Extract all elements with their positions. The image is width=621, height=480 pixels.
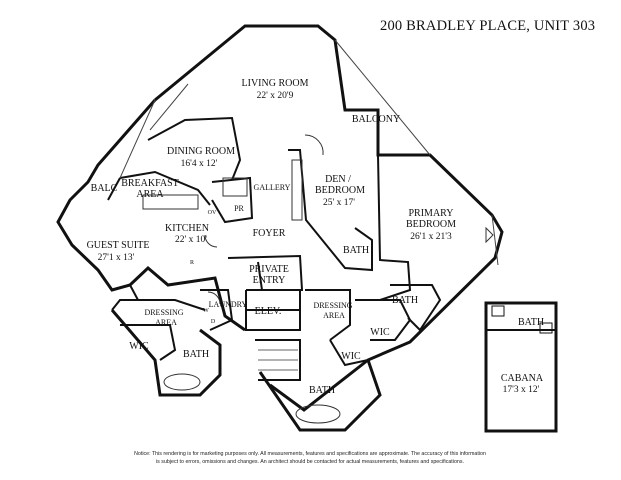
label-dining-room: DINING ROOM — [167, 146, 235, 157]
window-primary — [491, 214, 499, 266]
label-dressing-primary-line2: AREA — [323, 311, 345, 320]
label-dressing-guest-line2: AREA — [155, 318, 177, 327]
label-bath-den: BATH — [343, 245, 369, 256]
label-d: D — [211, 319, 216, 325]
label-private-entry-line2: ENTRY — [253, 275, 286, 286]
label-wic-guest: WIC — [129, 341, 149, 352]
label-guest-suite: GUEST SUITE — [87, 240, 150, 251]
wall-elevator — [245, 289, 301, 331]
disclaimer-line-1: Notice: This rendering is for marketing … — [134, 451, 486, 457]
fireplace — [485, 226, 494, 244]
label-primary-line1: PRIMARY — [408, 208, 453, 219]
label-bath-cabana: BATH — [518, 317, 544, 328]
label-gallery: GALLERY — [254, 183, 291, 192]
label-r: R — [190, 260, 194, 266]
window-dining-2 — [149, 83, 189, 131]
label-wic-primary-left: WIC — [341, 351, 361, 362]
wall-wic-primary-left — [329, 339, 369, 367]
label-wic-primary-right: WIC — [370, 327, 390, 338]
dims-guest-suite: 27'1 x 13' — [98, 253, 135, 263]
label-den-line2: BEDROOM — [315, 185, 365, 196]
label-den-line1: DEN / — [325, 174, 351, 185]
door-swing-kitchen — [204, 234, 218, 248]
wall-pr-ov — [211, 176, 254, 224]
label-dressing-primary-line1: DRESSING — [313, 301, 352, 310]
label-pr: PR — [234, 204, 244, 213]
wall-bath-primary-upper — [390, 284, 442, 332]
label-foyer: FOYER — [253, 228, 286, 239]
pr-vanity — [222, 177, 248, 197]
cabana-toilet — [491, 305, 505, 317]
door-swing-laundry — [207, 291, 221, 305]
wall-wic-guest — [111, 299, 138, 311]
label-balcony: BALCONY — [352, 114, 400, 125]
exterior-wall-guest-bath — [110, 309, 222, 397]
wall-stairs — [255, 339, 301, 381]
wall-dining — [147, 116, 242, 181]
wall-dressing-guest — [129, 284, 206, 311]
label-w: W — [203, 308, 209, 314]
den-cabinet — [291, 159, 303, 221]
label-bath-guest: BATH — [183, 349, 209, 360]
label-bath-primary-upper: BATH — [392, 295, 418, 306]
cabana-sink — [539, 322, 553, 334]
wall-private-entry — [227, 254, 304, 291]
label-dressing-guest-line1: DRESSING — [144, 308, 183, 317]
kitchen-island — [142, 194, 199, 210]
disclaimer-notice: Notice: This rendering is for marketing … — [60, 451, 560, 466]
wall-dressing-primary — [305, 289, 351, 341]
wall-primary-left — [377, 154, 412, 301]
label-primary-line2: BEDROOM — [406, 219, 456, 230]
dims-den: 25' x 17' — [323, 198, 355, 208]
door-swing-den — [304, 134, 324, 156]
window-dining — [119, 99, 156, 179]
cabana-outline — [484, 301, 558, 433]
dims-kitchen: 22' x 10' — [175, 235, 207, 245]
disclaimer-line-2: is subject to errors, omissions and chan… — [156, 458, 464, 465]
label-elevator: ELEV. — [255, 306, 282, 317]
tub-guest — [163, 373, 201, 391]
dims-cabana: 17'3 x 12' — [503, 385, 540, 395]
label-cabana: CABANA — [501, 373, 544, 384]
label-kitchen: KITCHEN — [165, 223, 209, 234]
dims-dining-room: 16'4 x 12' — [181, 159, 218, 169]
wall-laundry — [200, 289, 234, 331]
label-balc: BALC — [91, 183, 118, 194]
label-laundry: LAUNDRY — [209, 300, 248, 309]
dims-primary-bedroom: 26'1 x 21'3 — [410, 232, 452, 242]
dims-living-room: 22' x 20'9 — [257, 91, 294, 101]
window-living-right — [334, 39, 431, 156]
label-breakfast-line2: AREA — [136, 189, 164, 200]
label-breakfast-line1: BREAKFAST — [121, 178, 179, 189]
tub-primary — [295, 404, 341, 424]
wall-balc — [107, 177, 121, 201]
label-living-room: LIVING ROOM — [242, 78, 309, 89]
exterior-wall-left — [56, 99, 246, 332]
label-ov: OV — [208, 210, 217, 216]
wall-breakfast — [119, 170, 211, 206]
label-private-entry-line1: PRIVATE — [249, 264, 289, 275]
label-bath-primary: BATH — [309, 385, 335, 396]
wall-den — [288, 149, 373, 272]
exterior-wall-primary-bath — [258, 359, 382, 432]
plan-title: 200 BRADLEY PLACE, UNIT 303 — [380, 18, 596, 34]
wall-wic-guest-inner — [120, 324, 177, 361]
